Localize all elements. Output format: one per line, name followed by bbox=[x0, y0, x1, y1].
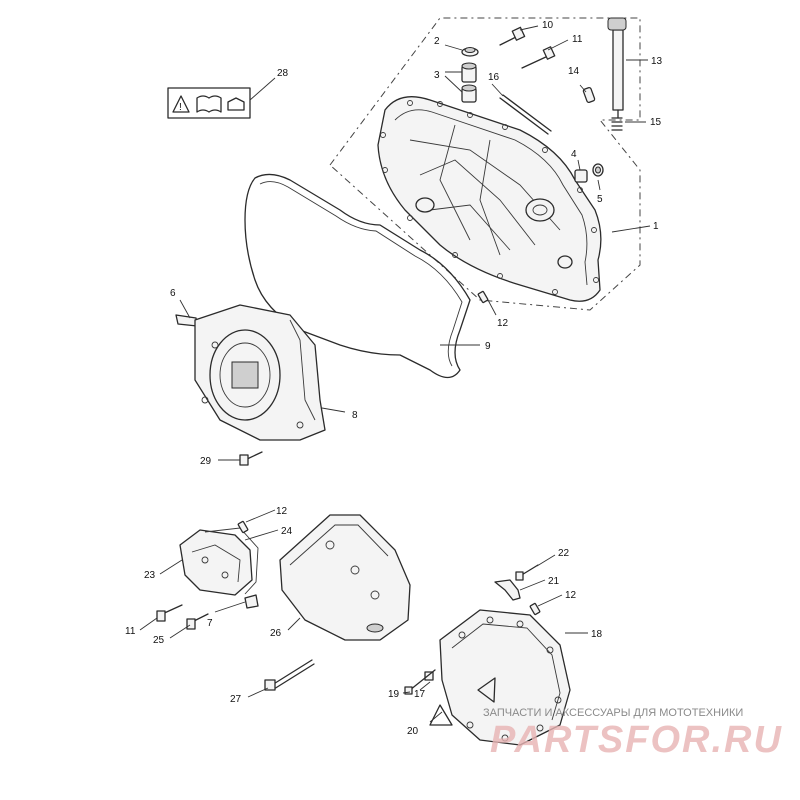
part-15-spring bbox=[611, 117, 623, 131]
callout-26: 26 bbox=[270, 628, 282, 639]
part-20-triangle-label bbox=[429, 704, 453, 726]
callout-4: 4 bbox=[571, 149, 577, 160]
callout-12: 12 bbox=[497, 318, 509, 329]
callout-12-c: 12 bbox=[565, 590, 577, 601]
callout-23: 23 bbox=[144, 570, 156, 581]
part-16-shaft bbox=[499, 94, 552, 135]
callout-27: 27 bbox=[230, 694, 242, 705]
watermark: ЗАПЧАСТИ И АКСЕССУАРЫ ДЛЯ МОТОТЕХНИКИ PA… bbox=[483, 707, 783, 761]
callout-22: 22 bbox=[558, 548, 570, 559]
part-2-seal bbox=[461, 47, 479, 57]
part-14-pin bbox=[582, 86, 596, 104]
part-23-small-cover bbox=[179, 529, 253, 596]
part-9-gasket bbox=[244, 173, 471, 379]
callout-7: 7 bbox=[207, 618, 213, 629]
part-5-seal bbox=[592, 163, 604, 177]
part-26-outer-cover bbox=[279, 514, 411, 641]
callout-5: 5 bbox=[597, 194, 603, 205]
watermark-logo: PARTSFOR.RU bbox=[490, 719, 783, 761]
part-29-bolt bbox=[239, 451, 263, 466]
part-17-plug bbox=[424, 671, 434, 681]
part-24-gasket bbox=[204, 527, 259, 595]
callout-11-b: 11 bbox=[125, 626, 136, 637]
callout-24: 24 bbox=[281, 526, 293, 537]
callout-numbers: 1 2 3 4 5 6 7 8 9 10 11 12 12 12 12 13 1… bbox=[125, 20, 663, 737]
callout-3: 3 bbox=[434, 70, 440, 81]
part-7-clip bbox=[244, 594, 259, 609]
callout-2: 2 bbox=[434, 36, 440, 47]
callout-29: 29 bbox=[200, 456, 212, 467]
callout-15: 15 bbox=[650, 117, 662, 128]
part-3-bushings bbox=[461, 62, 477, 103]
part-12-dowel-lower bbox=[237, 520, 249, 534]
callout-10: 10 bbox=[542, 20, 554, 31]
part-27-long-bolt bbox=[264, 659, 315, 691]
callout-25: 25 bbox=[153, 635, 165, 646]
part-12-dowel bbox=[477, 290, 489, 304]
callout-11: 11 bbox=[572, 34, 583, 45]
part-25-bolt bbox=[186, 613, 209, 630]
callout-20: 20 bbox=[407, 726, 419, 737]
callout-19: 19 bbox=[388, 689, 400, 700]
part-11-bolt-lower bbox=[156, 604, 183, 622]
callout-9: 9 bbox=[485, 341, 491, 352]
callout-14: 14 bbox=[568, 66, 580, 77]
callout-12-b: 12 bbox=[276, 506, 288, 517]
part-1-clutch-cover bbox=[329, 17, 641, 311]
part-4-bush bbox=[574, 169, 588, 183]
callout-17: 17 bbox=[414, 689, 426, 700]
callout-6: 6 bbox=[170, 288, 176, 299]
part-8-inner-cover bbox=[194, 304, 326, 441]
part-6-tab bbox=[175, 314, 198, 327]
leader-lines bbox=[139, 25, 651, 723]
part-21-bracket bbox=[494, 579, 521, 601]
callout-18: 18 bbox=[591, 629, 603, 640]
callout-13: 13 bbox=[651, 56, 663, 67]
callout-16: 16 bbox=[488, 72, 500, 83]
part-12-dowel-right bbox=[529, 602, 541, 616]
callout-21: 21 bbox=[548, 576, 560, 587]
part-11-bolt-top bbox=[521, 46, 556, 69]
callout-8: 8 bbox=[352, 410, 358, 421]
callout-28: 28 bbox=[277, 68, 289, 79]
part-13-pushrod bbox=[607, 17, 627, 119]
part-18-clutch-outer-cover bbox=[439, 609, 571, 746]
watermark-tagline: ЗАПЧАСТИ И АКСЕССУАРЫ ДЛЯ МОТОТЕХНИКИ bbox=[483, 707, 743, 719]
part-22-bolt bbox=[515, 564, 539, 581]
svg-text:!: ! bbox=[179, 102, 182, 113]
part-10-bolt bbox=[499, 26, 526, 46]
part-28-warning-label: ! bbox=[167, 87, 251, 119]
callout-1: 1 bbox=[653, 221, 659, 232]
part-19-bolt bbox=[404, 669, 436, 695]
